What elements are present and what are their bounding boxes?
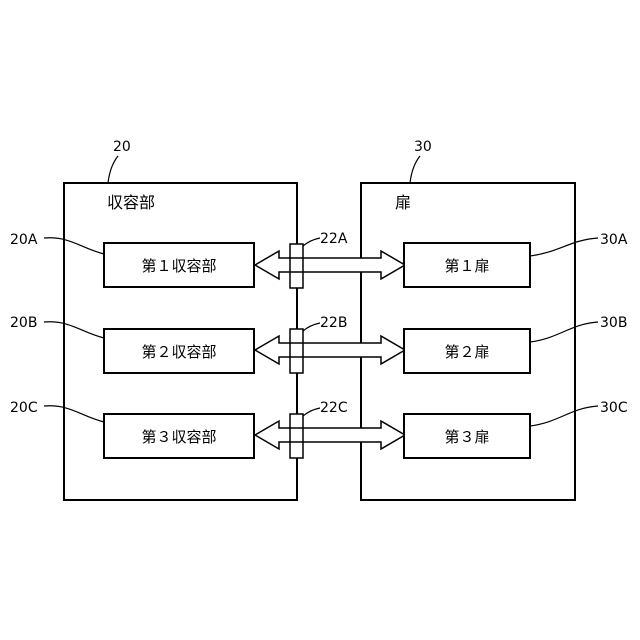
storage-unit-1-label: 第１収容部 [141,257,216,275]
connector-leader-a [303,238,320,246]
door-unit-3-label: 第３扉 [444,428,489,446]
door-unit-1-label: 第１扉 [444,257,489,275]
connector-ref-b: 22B [320,315,347,331]
storage-unit-2-label: 第２収容部 [141,343,216,361]
right-ref-c: 30C [600,400,628,416]
left-ref-c: 20C [10,400,38,416]
bidirectional-arrow-a [255,251,405,279]
door-unit-2-label: 第２扉 [444,343,489,361]
connector-ref-c: 22C [320,400,348,416]
left-ref-a: 20A [10,232,38,248]
connector-leader-c [303,408,320,416]
right-ref-b: 30B [600,315,627,331]
bidirectional-arrow-b [255,336,405,364]
door-block-title: 扉 [395,193,411,212]
connector-leader-b [303,323,320,331]
door-block-ref: 30 [414,139,432,155]
connector-b [290,329,303,373]
storage-block-title: 収容部 [107,193,155,212]
left-ref-b: 20B [10,315,37,331]
storage-block-ref: 20 [113,139,131,155]
door-block-leader [410,156,420,183]
connector-c [290,414,303,458]
storage-block-leader [108,156,118,183]
connector-ref-a: 22A [320,231,348,247]
bidirectional-arrow-c [255,421,405,449]
storage-unit-3-label: 第３収容部 [141,428,216,446]
right-ref-a: 30A [600,232,628,248]
connector-a [290,244,303,288]
